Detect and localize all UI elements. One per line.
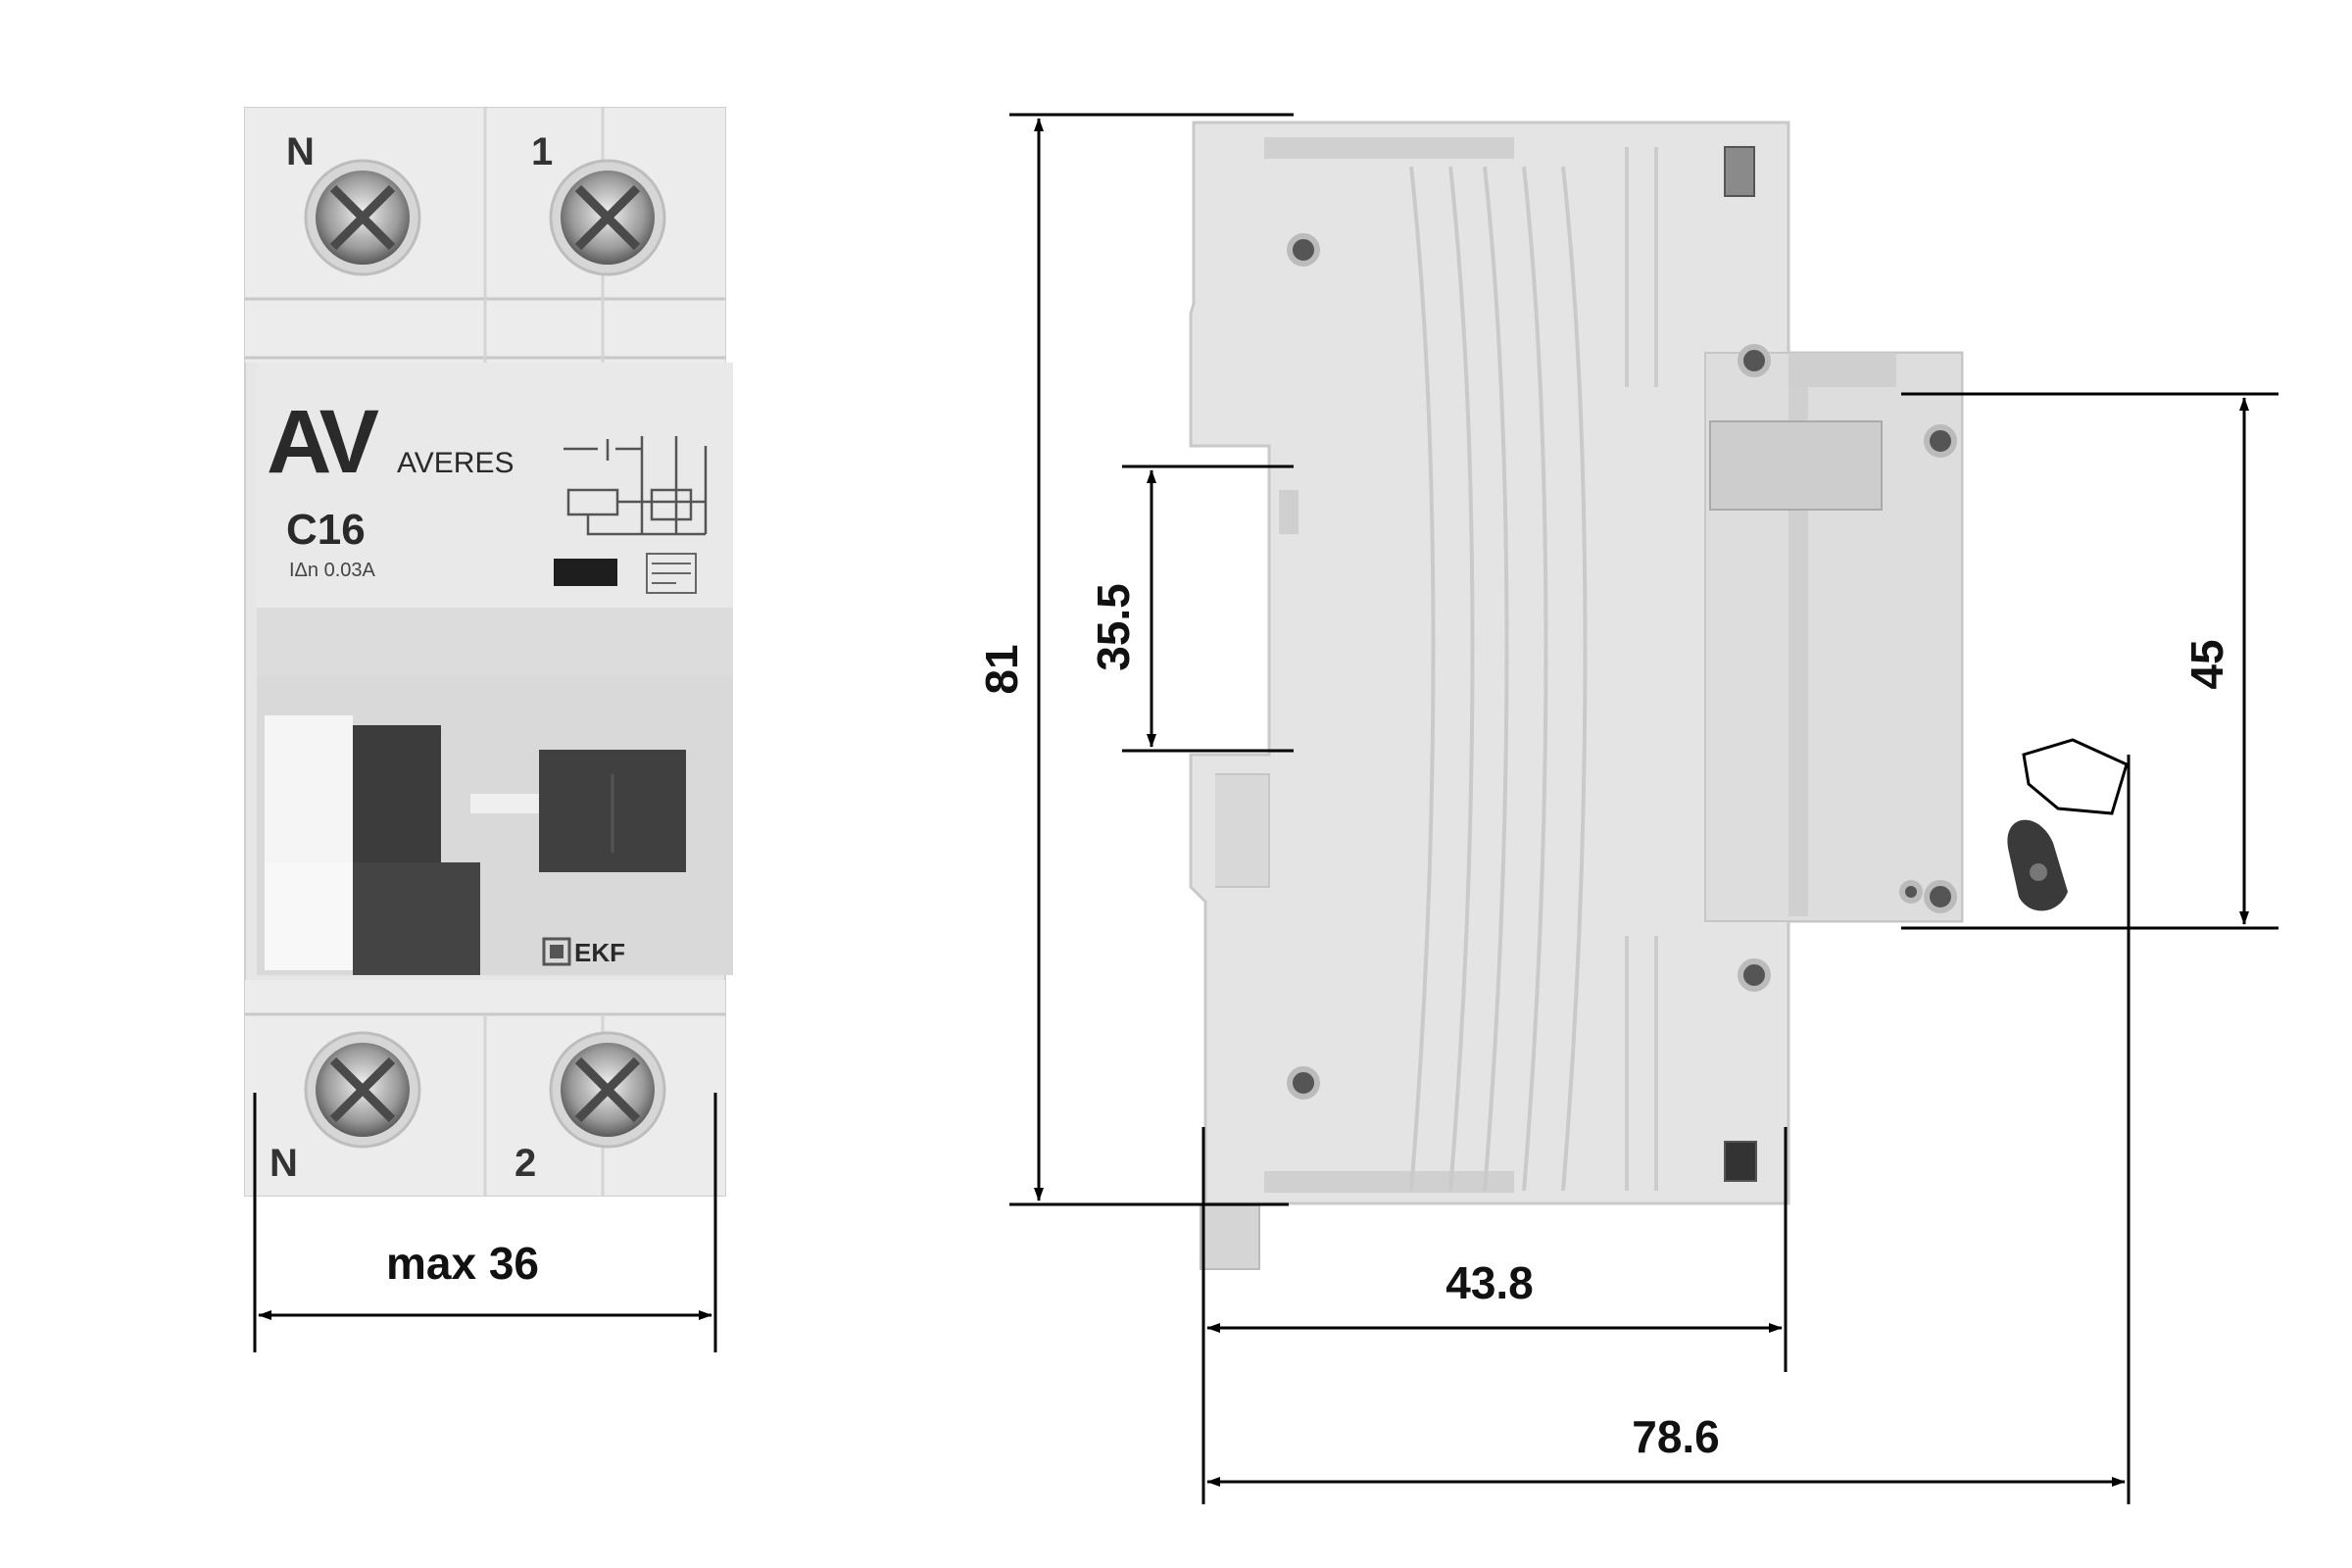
height-dimension-label: 81 (976, 644, 1027, 694)
terminal-label-top-right: 1 (531, 130, 553, 173)
terminal-label-bottom-left: N (270, 1142, 298, 1185)
side-label-window (1709, 420, 1883, 511)
ekf-logo-icon (542, 937, 571, 966)
front-height-dimension-label: 45 (2181, 639, 2232, 689)
maker-logo-text: EKF (574, 938, 625, 967)
brand-name: AVERES (397, 447, 514, 479)
lever-main (353, 725, 441, 872)
screw-bottom-right-icon (549, 1031, 666, 1149)
brand-logo-av: AV (267, 392, 379, 492)
depth-dimension-label: 43.8 (1446, 1257, 1534, 1308)
side-ribs (1409, 166, 1588, 1192)
approval-marks-icon (646, 553, 697, 594)
lever-outline (2022, 738, 2129, 815)
width-dimension-label: max 36 (386, 1238, 539, 1289)
terminal-label-top-left: N (286, 130, 315, 173)
residual-current-label: IΔn 0.03A (289, 560, 376, 581)
screw-bottom-left-icon (304, 1031, 421, 1149)
terminal-label-bottom-right: 2 (514, 1142, 536, 1185)
side-view: 81 35.5 45 43.8 78.6 (976, 113, 2278, 1504)
din-rail-dimension-label: 35.5 (1088, 583, 1139, 671)
rivet-icon (1287, 233, 1957, 1100)
circuit-schematic-icon (564, 436, 708, 536)
front-view: N 1 N 2 AV AVERES C16 IΔn 0.03A EKF (244, 107, 733, 1352)
screw-top-right-icon (549, 159, 666, 276)
label-panel (257, 363, 733, 608)
screw-top-left-icon (304, 159, 421, 276)
indicator-window (554, 559, 617, 586)
lever-lower (353, 862, 480, 975)
rating-label: C16 (286, 506, 366, 554)
total-depth-dimension-label: 78.6 (1632, 1411, 1720, 1462)
